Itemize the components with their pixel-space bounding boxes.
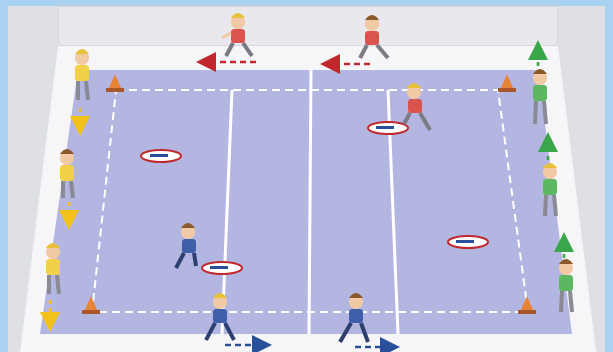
court-surface bbox=[40, 70, 572, 334]
center-line-left bbox=[309, 70, 311, 334]
stick-marker-1 bbox=[141, 150, 181, 162]
stick-marker-2 bbox=[368, 122, 408, 134]
stick-marker-4 bbox=[448, 236, 488, 248]
stick-marker-3 bbox=[202, 262, 242, 274]
back-wall bbox=[58, 6, 558, 46]
